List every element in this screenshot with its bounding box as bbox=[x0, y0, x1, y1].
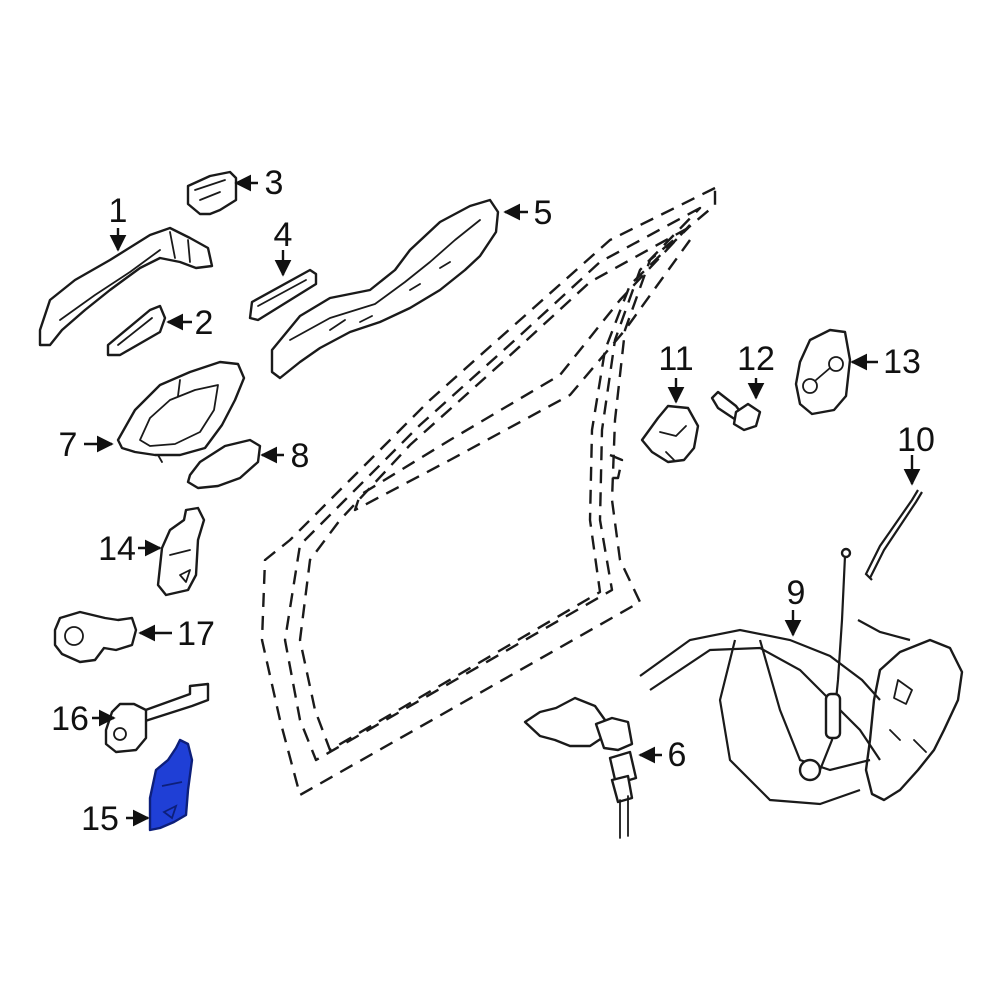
callout-7: 7 bbox=[59, 426, 78, 464]
part-14-bracket bbox=[156, 506, 206, 597]
callout-14: 14 bbox=[98, 530, 136, 568]
part-8-handle-bezel bbox=[186, 438, 262, 490]
part-1-outside-door-handle bbox=[38, 226, 214, 347]
callout-leaders bbox=[84, 174, 921, 827]
part-11-striker bbox=[640, 404, 700, 464]
callout-10: 10 bbox=[897, 421, 935, 459]
part-9-door-latch-assembly bbox=[639, 547, 964, 806]
part-4-handle-seal bbox=[248, 268, 318, 322]
callout-3: 3 bbox=[265, 164, 284, 202]
callout-1: 1 bbox=[109, 192, 128, 230]
part-15-door-check-bracket bbox=[148, 738, 194, 832]
part-13-striker-cover bbox=[794, 328, 852, 416]
callout-17: 17 bbox=[177, 615, 215, 653]
callout-labels: 1 2 3 4 5 6 7 8 9 10 11 12 13 14 15 16 1… bbox=[51, 164, 935, 838]
part-12-striker-bolt bbox=[710, 390, 762, 432]
callout-9: 9 bbox=[787, 574, 806, 612]
callout-12: 12 bbox=[737, 340, 775, 378]
part-5-handle-bracket bbox=[270, 198, 500, 380]
callout-8: 8 bbox=[291, 437, 310, 475]
part-3-handle-cover bbox=[186, 170, 238, 216]
callout-13: 13 bbox=[883, 343, 921, 381]
callout-15: 15 bbox=[81, 800, 119, 838]
callout-5: 5 bbox=[534, 194, 553, 232]
part-2-handle-gasket bbox=[106, 304, 167, 357]
callout-16: 16 bbox=[51, 700, 89, 738]
part-16-door-check bbox=[104, 682, 210, 754]
callout-11: 11 bbox=[658, 340, 693, 378]
part-6-lock-cylinder-keys bbox=[523, 696, 638, 839]
part-10-lock-rod bbox=[864, 489, 923, 581]
callout-6: 6 bbox=[668, 736, 687, 774]
part-7-inside-door-handle bbox=[116, 360, 246, 463]
door-outline bbox=[260, 186, 717, 797]
callout-4: 4 bbox=[274, 216, 293, 254]
callout-2: 2 bbox=[195, 304, 214, 342]
part-17-door-check-cap bbox=[53, 610, 138, 664]
